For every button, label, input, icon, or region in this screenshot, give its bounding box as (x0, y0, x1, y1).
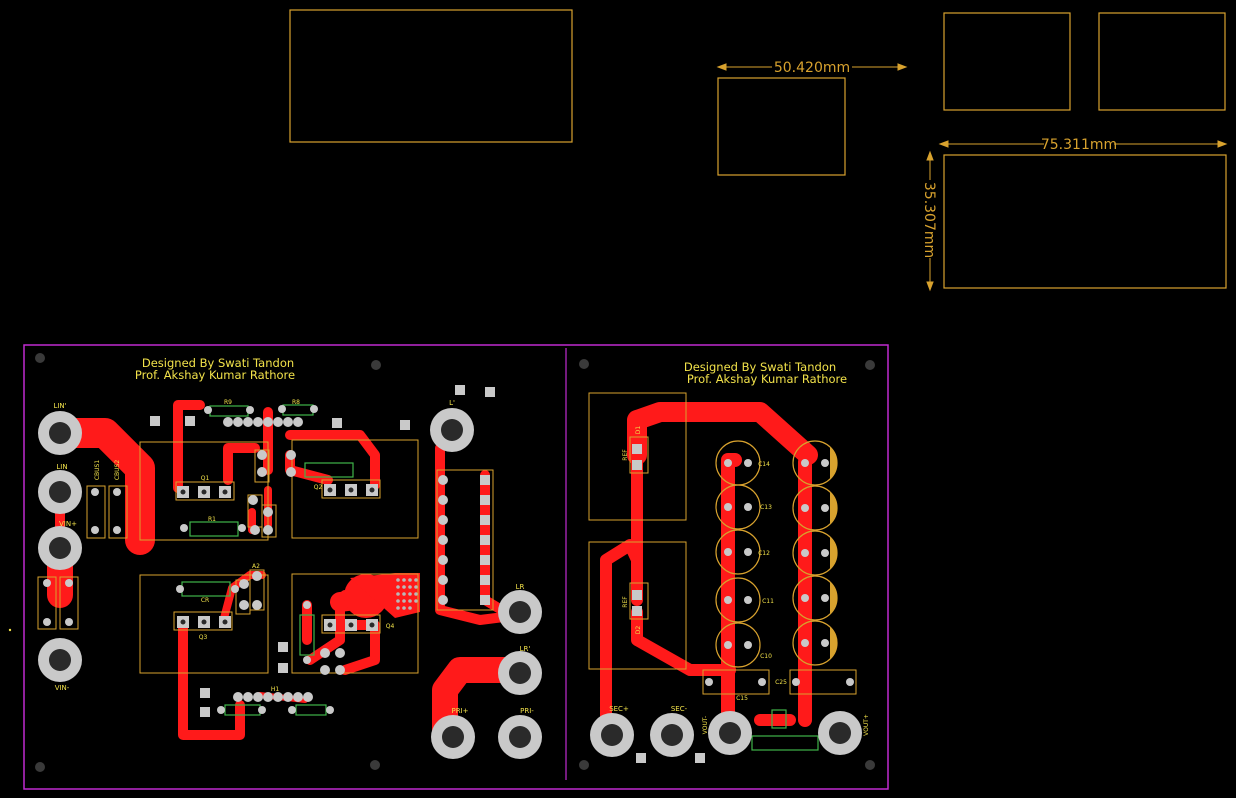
svg-text:REF: REF (622, 596, 629, 608)
silkscreen-left (37, 439, 494, 674)
terminal-sec-minus[interactable] (650, 713, 694, 757)
svg-text:C14: C14 (758, 461, 770, 468)
svg-text:SEC-: SEC- (671, 705, 688, 713)
svg-text:A2: A2 (252, 563, 260, 570)
svg-text:VOUT-: VOUT- (702, 716, 709, 734)
dimension-height-b[interactable]: 35.307mm (921, 150, 937, 292)
svg-text:LR: LR (516, 583, 525, 591)
svg-text:Q3: Q3 (199, 634, 208, 641)
terminal-lr[interactable] (498, 590, 542, 634)
svg-text:LIN': LIN' (53, 402, 66, 410)
svg-text:SEC+: SEC+ (609, 705, 629, 713)
via-array (396, 578, 418, 610)
svg-text:LIN: LIN (56, 463, 67, 471)
svg-text:Q2: Q2 (314, 484, 323, 491)
terminal-pri-minus[interactable] (498, 715, 542, 759)
outline-box-3 (943, 12, 1071, 111)
svg-text:C13: C13 (760, 504, 772, 511)
svg-text:VOUT+: VOUT+ (863, 714, 870, 736)
svg-text:VIN-: VIN- (55, 684, 70, 692)
terminal-vin-plus[interactable] (38, 526, 82, 570)
silk-labels-left: LIN' LIN VIN+ VIN- L' LR LR' PRI+ PRI- C… (53, 399, 534, 715)
svg-text:CBUS2: CBUS2 (114, 460, 121, 481)
terminal-lr-prime[interactable] (498, 651, 542, 695)
svg-text:Q1: Q1 (201, 475, 210, 482)
dimension-width-a[interactable]: 50.420mm (716, 60, 908, 76)
svg-text:R1: R1 (208, 516, 216, 523)
mounting-holes (35, 353, 875, 772)
svg-text:C11: C11 (762, 598, 774, 605)
terminal-lin-prime[interactable] (38, 411, 82, 455)
dimension-height-b-label: 35.307mm (921, 182, 937, 258)
svg-text:C15: C15 (736, 695, 748, 702)
pads-left (38, 385, 705, 763)
terminal-vout-minus[interactable] (708, 711, 752, 755)
terminal-sec-plus[interactable] (590, 713, 634, 757)
credit-right-line1: Designed By Swati Tandon (684, 360, 836, 374)
outline-box-2 (717, 77, 846, 176)
svg-text:Q4: Q4 (386, 623, 395, 630)
svg-text:R8: R8 (292, 399, 300, 406)
svg-text:CBUS1: CBUS1 (94, 460, 101, 481)
credit-left-line1: Designed By Swati Tandon (142, 356, 294, 370)
outline-box-5 (943, 154, 1227, 289)
terminal-vin-minus[interactable] (38, 638, 82, 682)
svg-text:CR: CR (201, 597, 209, 604)
svg-text:C12: C12 (758, 550, 770, 557)
terminal-lin[interactable] (38, 470, 82, 514)
svg-text:PRI+: PRI+ (451, 707, 468, 715)
terminal-vout-plus[interactable] (818, 711, 862, 755)
terminal-pri-plus[interactable] (431, 715, 475, 759)
dimension-width-b-label: 75.311mm (1041, 137, 1117, 153)
outline-box-4 (1098, 12, 1226, 111)
svg-text:D1: D1 (635, 426, 642, 435)
silk-labels-right: SEC+ SEC- VOUT- VOUT+ D1 D2 REF REF C14 … (609, 426, 870, 736)
board-edge (23, 344, 889, 790)
outline-box-1 (289, 9, 573, 143)
credit-left-line2: Prof. Akshay Kumar Rathore (135, 368, 295, 382)
svg-text:L': L' (449, 399, 455, 407)
svg-text:D2: D2 (635, 626, 642, 635)
svg-text:LR': LR' (520, 645, 531, 653)
silkscreen-right (588, 392, 857, 695)
svg-text:C10: C10 (760, 653, 772, 660)
svg-text:REF: REF (622, 449, 629, 461)
dimension-width-a-label: 50.420mm (774, 60, 850, 76)
credit-right-line2: Prof. Akshay Kumar Rathore (687, 372, 847, 386)
electrolytic-caps (632, 440, 854, 686)
terminal-l-prime[interactable] (430, 408, 474, 452)
dimension-width-b[interactable]: 75.311mm (938, 137, 1228, 153)
svg-text:C25: C25 (775, 679, 787, 686)
svg-text:R9: R9 (224, 399, 232, 406)
component-bodies-right (751, 709, 819, 751)
svg-text:H1: H1 (271, 686, 280, 693)
svg-text:VIN+: VIN+ (59, 520, 77, 528)
footprint-outlines (289, 9, 1227, 289)
svg-text:PRI-: PRI- (520, 707, 534, 715)
